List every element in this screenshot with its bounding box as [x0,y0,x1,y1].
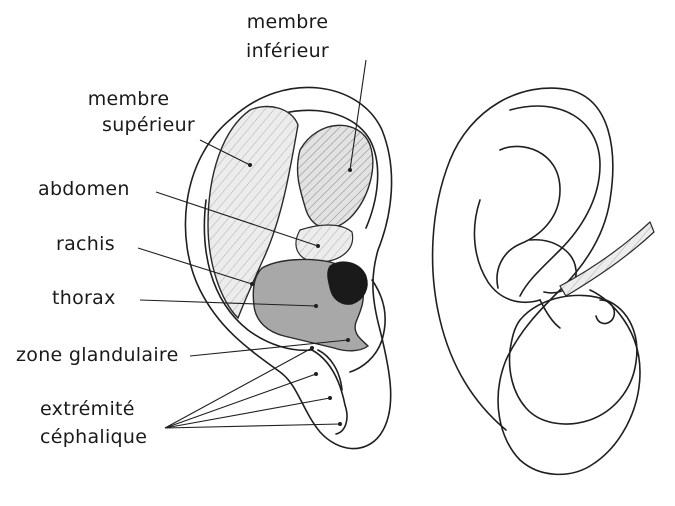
label-membre-inferieur-line1: membre [246,11,329,33]
fetus-ear-outline [449,87,641,476]
label-abdomen: abdomen [38,178,130,200]
label-extremite-cephalique-line1: extrémité [40,398,135,420]
fetus-back-curve [509,105,601,297]
ear-lobe-line [311,349,348,435]
fetus-face-line [539,299,561,329]
fetus-drawing [431,87,655,476]
region-zone-glandulaire [317,349,343,391]
region-membre-superieur [207,105,299,320]
ear-tragus-line [349,279,386,373]
fetus-head-ear [595,299,616,325]
leader-lines [137,59,367,429]
label-membre-superieur-line2: supérieur [102,114,196,136]
fetus-inner-fold [473,199,541,304]
label-extremite-cephalique-line2: céphalique [40,426,148,448]
label-thorax: thorax [52,287,116,309]
ear-helix-outline [184,86,393,450]
label-rachis: rachis [56,233,115,255]
fetus-limb-curve [496,145,561,289]
fetus-ear-left-rim [431,159,507,431]
ear-drawing [184,86,393,450]
region-abdomen [295,224,354,263]
region-membre-inferieur [296,124,374,229]
label-zone-glandulaire: zone glandulaire [16,344,179,366]
label-membre-inferieur-line2: inférieur [246,40,330,62]
label-membre-superieur-line1: membre [87,88,170,110]
umbilical-cord [559,220,655,297]
label-membre-superieur: membre supérieur [62,88,195,136]
fetus-head [508,294,638,425]
label-extremite-cephalique: extrémité céphalique [40,398,147,448]
fetus-arm-loop [529,239,577,294]
label-membre-inferieur: membre inférieur [246,11,329,62]
ear-antihelix-line [203,199,313,352]
ear-canal [327,261,368,305]
